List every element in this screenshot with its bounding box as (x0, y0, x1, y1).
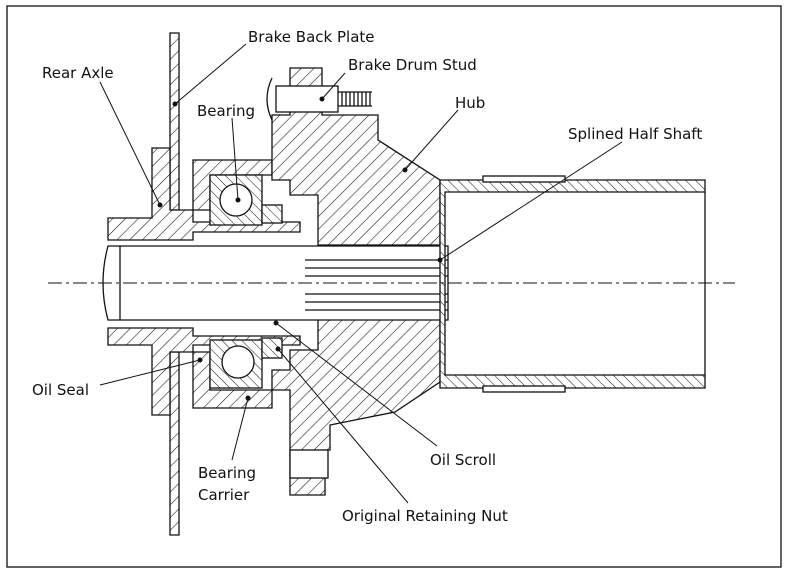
label-bearing-carrier-line2: Carrier (198, 486, 250, 504)
leader-brake-drum-stud (321, 72, 346, 100)
lower-stud (289, 449, 329, 479)
stud-thread (338, 91, 372, 107)
stud-arc (266, 77, 273, 121)
rear-axle-casing (107, 147, 301, 241)
label-brake-drum-stud: Brake Drum Stud (348, 56, 477, 74)
label-bearing: Bearing (197, 102, 255, 120)
label-rear-axle: Rear Axle (42, 64, 114, 82)
label-bearing-carrier-line1: Bearing (198, 464, 256, 482)
label-brake-back-plate: Brake Back Plate (248, 28, 375, 46)
leader-oil-scroll (275, 322, 438, 447)
drum-rib-upper (482, 175, 566, 183)
leader-retaining-nut (277, 348, 409, 504)
leader-oil-seal (99, 359, 201, 386)
bearing-ball-lower (221, 345, 255, 379)
label-oil-scroll: Oil Scroll (430, 451, 496, 469)
brake-drum-stud (275, 85, 339, 113)
oil-seal-lower (261, 337, 283, 359)
oil-seal-upper (261, 204, 283, 224)
leader-rear-axle (99, 81, 161, 206)
leader-bearing-carrier (231, 397, 249, 461)
label-oil-seal: Oil Seal (32, 381, 89, 399)
label-original-retaining-nut: Original Retaining Nut (342, 507, 508, 525)
label-hub: Hub (455, 94, 485, 112)
leader-bearing (231, 117, 239, 201)
leader-brake-back-plate (174, 43, 247, 105)
leader-hub (404, 109, 459, 171)
leader-splined-half-shaft (439, 141, 623, 261)
label-splined-half-shaft: Splined Half Shaft (568, 125, 702, 143)
drum-rib-lower (482, 385, 566, 393)
splines (305, 259, 448, 311)
